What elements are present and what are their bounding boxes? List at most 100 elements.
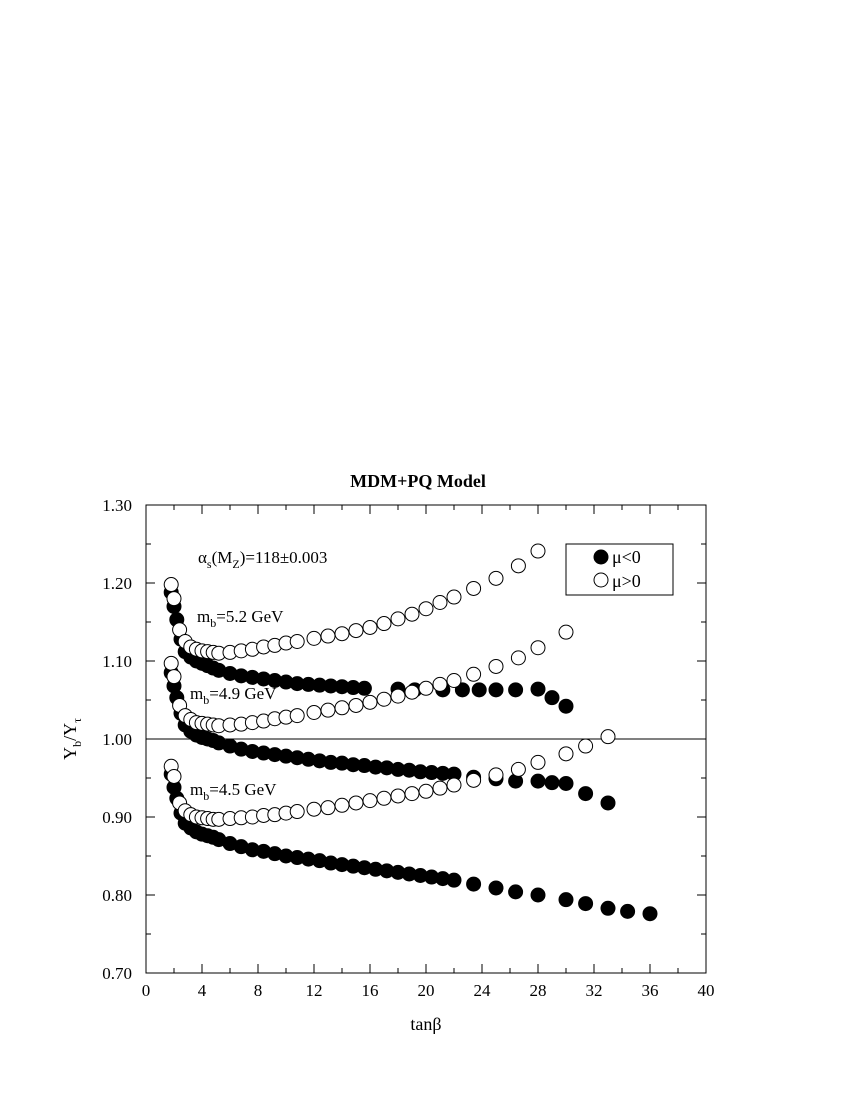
mb-5-2-sub: b — [210, 616, 216, 630]
legend-label-mu-positive: μ>0 — [612, 571, 641, 591]
mb-4-5-value: =4.5 GeV — [209, 780, 277, 799]
data-point — [376, 616, 392, 632]
data-point — [289, 804, 305, 820]
mb-4-9-value: =4.9 GeV — [209, 684, 277, 703]
series-mu-negative-45 — [163, 766, 658, 922]
x-tick-label: 12 — [306, 981, 323, 1000]
data-point — [558, 624, 574, 640]
data-point — [306, 704, 322, 720]
x-tick-label: 8 — [254, 981, 263, 1000]
y-label-main: Y — [60, 747, 80, 760]
alpha-symbol: α — [198, 548, 207, 567]
data-point — [390, 688, 406, 704]
data-point — [578, 786, 594, 802]
data-point — [510, 761, 526, 777]
data-point — [558, 746, 574, 762]
data-point — [306, 801, 322, 817]
data-point — [488, 658, 504, 674]
data-point — [530, 640, 546, 656]
data-point — [334, 626, 350, 642]
data-point — [530, 887, 546, 903]
y-tick-label: 1.00 — [102, 730, 132, 749]
data-point — [390, 788, 406, 804]
data-point — [558, 892, 574, 908]
x-tick-label: 24 — [474, 981, 492, 1000]
data-point — [334, 700, 350, 716]
y-axis-label: Yb/Yτ — [60, 718, 84, 760]
data-point — [466, 580, 482, 596]
x-tick-label: 20 — [418, 981, 435, 1000]
mb-4-9-label: mb=4.9 GeV — [190, 684, 277, 707]
series-mu-positive-49 — [163, 624, 574, 734]
data-point — [578, 738, 594, 754]
x-tick-label: 36 — [642, 981, 659, 1000]
data-point — [418, 601, 434, 617]
data-point — [356, 680, 372, 696]
data-point — [600, 900, 616, 916]
data-point — [510, 650, 526, 666]
data-point — [432, 780, 448, 796]
data-point — [600, 729, 616, 745]
data-point — [166, 669, 182, 685]
alpha-mz-sub: Z — [232, 557, 239, 571]
mb-4-5-m: m — [190, 780, 203, 799]
data-point — [508, 884, 524, 900]
data-point — [163, 655, 179, 671]
chart-title: MDM+PQ Model — [350, 471, 486, 491]
alpha-annotation: αs(MZ)=118±0.003 — [198, 548, 327, 571]
data-point — [404, 786, 420, 802]
data-point — [620, 903, 636, 919]
legend-label-mu-negative: μ<0 — [612, 547, 641, 567]
data-points — [163, 543, 658, 922]
x-tick-label: 28 — [530, 981, 547, 1000]
data-point — [362, 694, 378, 710]
x-tick-label: 0 — [142, 981, 151, 1000]
data-point — [376, 790, 392, 806]
data-point — [600, 795, 616, 811]
data-point — [530, 543, 546, 559]
data-point — [390, 611, 406, 627]
data-point — [466, 876, 482, 892]
x-tick-label: 40 — [698, 981, 715, 1000]
data-point — [488, 767, 504, 783]
y-tick-label: 0.90 — [102, 808, 132, 827]
series-mu-positive-45 — [163, 729, 616, 827]
x-tick-label: 32 — [586, 981, 603, 1000]
data-point — [466, 666, 482, 682]
mb-5-2-label: mb=5.2 GeV — [197, 607, 284, 630]
data-point — [530, 773, 546, 789]
mb-4-9-sub: b — [203, 693, 209, 707]
y-label-sub2: τ — [70, 718, 84, 723]
legend-marker-filled — [593, 549, 609, 565]
data-point — [166, 768, 182, 784]
y-tick-label: 0.70 — [102, 964, 132, 983]
data-point — [289, 634, 305, 649]
data-point — [334, 797, 350, 813]
data-point — [306, 630, 322, 646]
data-point — [376, 691, 392, 707]
data-point — [348, 623, 364, 639]
data-point — [320, 800, 336, 816]
data-point — [471, 682, 487, 698]
data-point — [404, 684, 420, 700]
data-point — [418, 783, 434, 799]
x-tick-label: 4 — [198, 981, 207, 1000]
y-tick-label: 0.80 — [102, 886, 132, 905]
data-point — [446, 673, 462, 688]
data-point — [558, 698, 574, 714]
y-tick-label: 1.20 — [102, 574, 132, 593]
data-point — [466, 772, 482, 788]
data-point — [530, 754, 546, 770]
data-point — [404, 606, 420, 622]
mb-4-5-label: mb=4.5 GeV — [190, 780, 277, 803]
mb-4-9-m: m — [190, 684, 203, 703]
series-mu-positive-52 — [163, 543, 546, 661]
data-point — [488, 682, 504, 698]
data-point — [508, 682, 524, 698]
x-tick-label: 16 — [362, 981, 379, 1000]
data-point — [166, 591, 182, 607]
data-point — [418, 680, 434, 696]
data-point — [362, 619, 378, 635]
mb-5-2-value: =5.2 GeV — [216, 607, 284, 626]
